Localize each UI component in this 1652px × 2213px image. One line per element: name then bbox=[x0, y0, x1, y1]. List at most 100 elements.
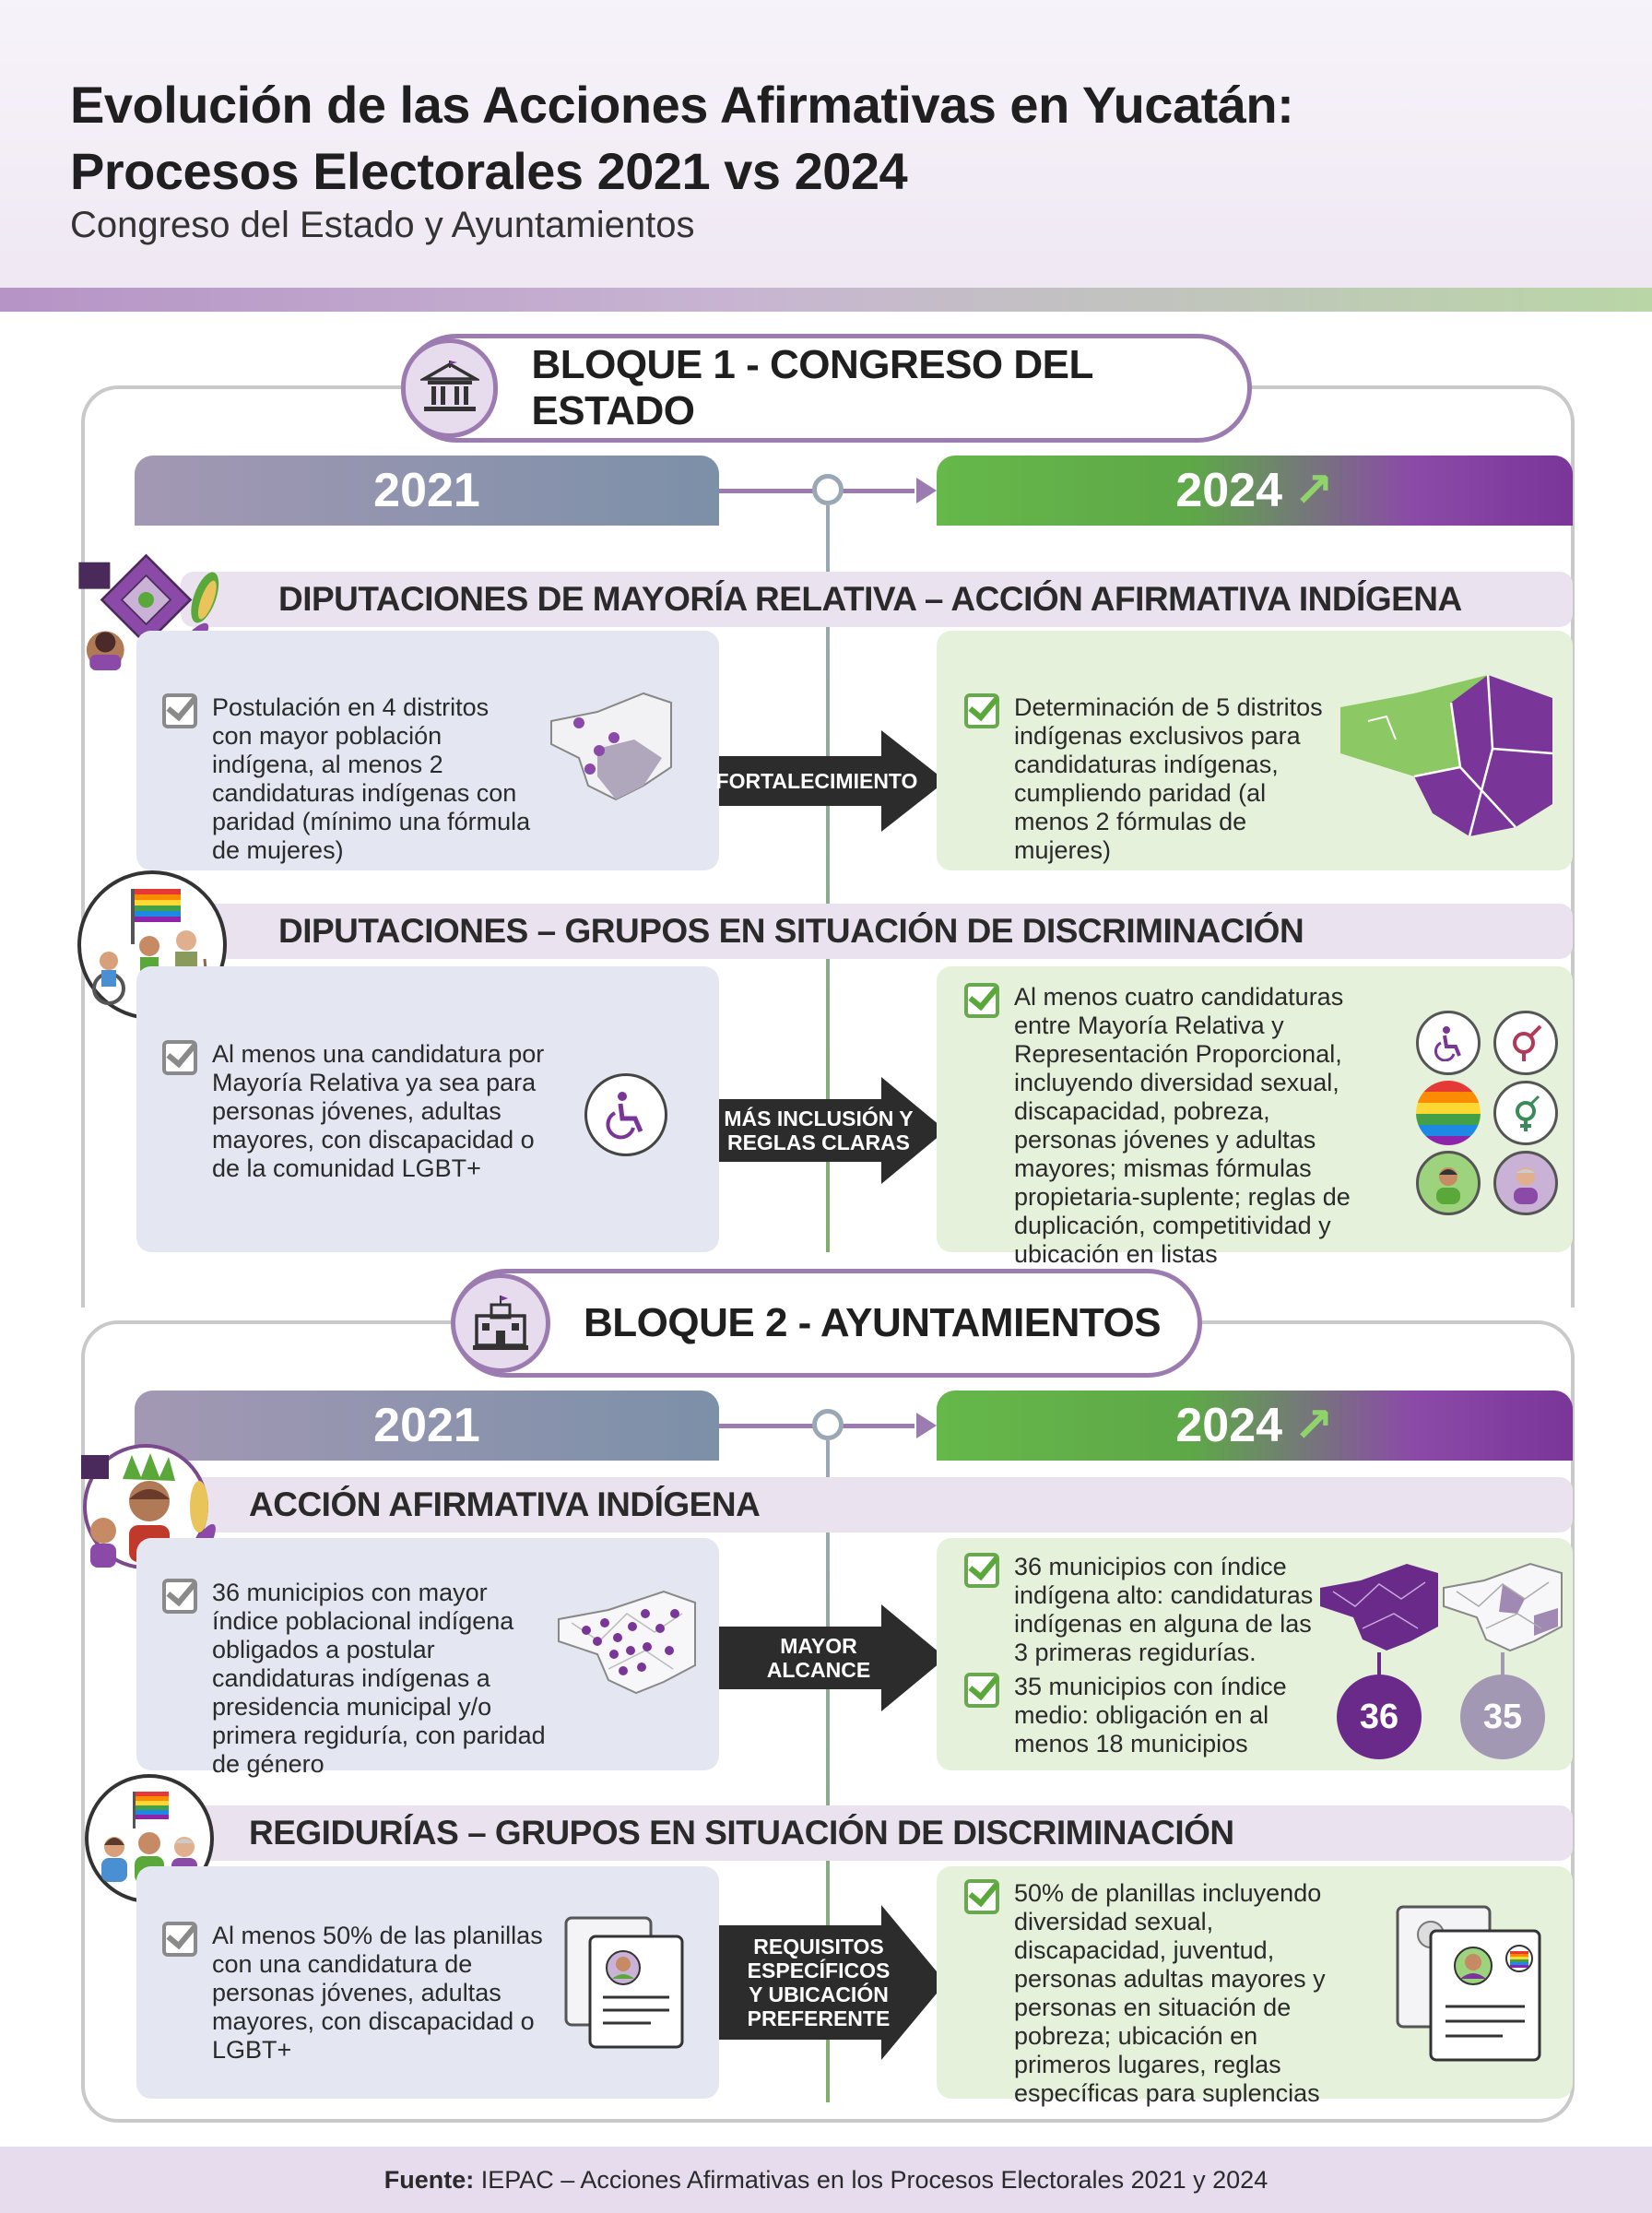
panel-2021: Postulación en 4 distritos con mayor pob… bbox=[136, 631, 719, 870]
section-title-bar: ACCIÓN AFIRMATIVA INDÍGENA bbox=[181, 1477, 1573, 1533]
block2-title-pill: BLOQUE 2 - AYUNTAMIENTOS bbox=[451, 1269, 1202, 1378]
section-title-bar: DIPUTACIONES DE MAYORÍA RELATIVA – ACCIÓ… bbox=[181, 572, 1573, 627]
arrow-label: MÁS INCLUSIÓN Y REGLAS CLARAS bbox=[724, 1106, 913, 1154]
rainbow-flag-icon bbox=[1416, 1081, 1481, 1145]
arrow-label-line: PREFERENTE bbox=[747, 2006, 891, 2030]
count-badge-high: 36 bbox=[1337, 1675, 1422, 1759]
wheelchair-icon bbox=[584, 1073, 667, 1156]
header: Evolución de las Acciones Afirmativas en… bbox=[0, 0, 1652, 288]
list-item: 36 municipios con mayor índice poblacion… bbox=[162, 1579, 549, 1779]
block1-title-pill: BLOQUE 1 - CONGRESO DEL ESTADO bbox=[401, 334, 1252, 443]
trend-up-icon: ↗ bbox=[1293, 464, 1334, 517]
checkbox-icon bbox=[964, 1879, 999, 1914]
trend-up-icon: ↗ bbox=[1293, 1399, 1334, 1452]
wheelchair-icon bbox=[1416, 1011, 1481, 1075]
arrow-label: REQUISITOS ESPECÍFICOS Y UBICACIÓN PREFE… bbox=[748, 1935, 891, 2030]
timeline-dot bbox=[812, 1409, 844, 1440]
list-item: 35 municipios con índice medio: obligaci… bbox=[964, 1673, 1315, 1758]
panel-2021: Al menos 50% de las planillas con una ca… bbox=[136, 1866, 719, 2099]
year-label: 2021 bbox=[373, 1399, 480, 1452]
badge-stem bbox=[1377, 1652, 1381, 1693]
arrow-label-line: ESPECÍFICOS bbox=[747, 1959, 891, 1982]
section-title: DIPUTACIONES – GRUPOS EN SITUACIÓN DE DI… bbox=[278, 912, 1304, 950]
year-label: 2024 bbox=[1175, 464, 1283, 517]
panel-2024: Al menos cuatro candidaturas entre Mayor… bbox=[937, 966, 1573, 1268]
section-title: ACCIÓN AFIRMATIVA INDÍGENA bbox=[249, 1485, 761, 1523]
elderly-person-icon bbox=[1493, 1151, 1558, 1215]
list-item: Al menos 50% de las planillas con una ca… bbox=[162, 1922, 559, 2065]
panel-2024: 50% de planillas incluyendo diversidad s… bbox=[937, 1866, 1573, 2107]
year-label: 2021 bbox=[373, 464, 480, 517]
badge-stem bbox=[1501, 1652, 1504, 1693]
checkbox-icon bbox=[162, 693, 197, 728]
checkbox-icon bbox=[964, 983, 999, 1018]
indigenous-community-icon bbox=[72, 1442, 219, 1573]
government-building-icon bbox=[401, 338, 499, 438]
checkbox-icon bbox=[162, 1579, 197, 1614]
arrow-label-line: REGLAS CLARAS bbox=[726, 1130, 911, 1154]
block2-year-2024: 2024↗ bbox=[937, 1391, 1573, 1461]
city-hall-icon bbox=[451, 1273, 550, 1373]
section-title-bar: DIPUTACIONES – GRUPOS EN SITUACIÓN DE DI… bbox=[181, 904, 1573, 959]
item-text: Al menos cuatro candidaturas entre Mayor… bbox=[1014, 983, 1351, 1268]
arrow-label: MAYOR ALCANCE bbox=[767, 1634, 870, 1682]
count-badge-medium: 35 bbox=[1460, 1675, 1545, 1759]
timeline-vertical-line bbox=[826, 1440, 830, 2102]
yucatan-map-icon bbox=[1331, 666, 1562, 846]
transition-arrow: MAYOR ALCANCE bbox=[719, 1604, 946, 1711]
item-text: Al menos 50% de las planillas con una ca… bbox=[212, 1922, 543, 2064]
block1-title: BLOQUE 1 - CONGRESO DEL ESTADO bbox=[531, 342, 1093, 433]
transgender-symbol-icon bbox=[1493, 1081, 1558, 1145]
panel-2021: 36 municipios con mayor índice poblacion… bbox=[136, 1538, 719, 1778]
item-text: 50% de planillas incluyendo diversidad s… bbox=[1014, 1879, 1326, 2107]
yucatan-map-high-icon bbox=[1315, 1560, 1444, 1657]
block1-year-2021: 2021 bbox=[135, 456, 719, 526]
timeline-arrow-icon bbox=[916, 478, 937, 503]
footer-label: Fuente: bbox=[384, 2165, 475, 2194]
block2-year-2021: 2021 bbox=[135, 1391, 719, 1461]
item-text: 36 municipios con índice indígena alto: … bbox=[1014, 1553, 1314, 1666]
checkbox-icon bbox=[964, 693, 999, 728]
year-label: 2024 bbox=[1175, 1399, 1283, 1452]
list-item: Postulación en 4 distritos con mayor pob… bbox=[162, 693, 531, 865]
item-text: Determinación de 5 distritos indígenas e… bbox=[1014, 693, 1323, 864]
arrow-label-line: MAYOR bbox=[780, 1634, 857, 1658]
list-item: 50% de planillas incluyendo diversidad s… bbox=[964, 1879, 1351, 2108]
checkbox-icon bbox=[964, 1553, 999, 1588]
section-title-bar: REGIDURÍAS – GRUPOS EN SITUACIÓN DE DISC… bbox=[181, 1805, 1573, 1861]
footer-text: IEPAC – Acciones Afirmativas en los Proc… bbox=[474, 2165, 1268, 2194]
arrow-label: FORTALECIMIENTO bbox=[715, 769, 918, 793]
title-line-1: Evolución de las Acciones Afirmativas en… bbox=[70, 76, 1294, 134]
transition-arrow: MÁS INCLUSIÓN Y REGLAS CLARAS bbox=[719, 1077, 946, 1184]
block2-title: BLOQUE 2 - AYUNTAMIENTOS bbox=[584, 1300, 1162, 1345]
page-title: Evolución de las Acciones Afirmativas en… bbox=[70, 72, 1545, 205]
transition-arrow: REQUISITOS ESPECÍFICOS Y UBICACIÓN PREFE… bbox=[719, 1905, 946, 2060]
footer-source: Fuente: IEPAC – Acciones Afirmativas en … bbox=[0, 2147, 1652, 2213]
candidate-document-icon bbox=[1394, 1903, 1551, 2074]
section-title: REGIDURÍAS – GRUPOS EN SITUACIÓN DE DISC… bbox=[249, 1814, 1234, 1852]
list-item: Al menos una candidatura por Mayoría Rel… bbox=[162, 1040, 549, 1183]
page-subtitle: Congreso del Estado y Ayuntamientos bbox=[70, 205, 695, 245]
panel-2024: 36 municipios con índice indígena alto: … bbox=[937, 1538, 1573, 1770]
block1-year-2024: 2024↗ bbox=[937, 456, 1573, 526]
list-item: 36 municipios con índice indígena alto: … bbox=[964, 1553, 1315, 1667]
young-person-icon bbox=[1416, 1151, 1481, 1215]
checkbox-icon bbox=[964, 1673, 999, 1708]
candidate-document-icon bbox=[562, 1914, 691, 2057]
gender-symbol-icon bbox=[1493, 1011, 1558, 1075]
item-text: 36 municipios con mayor índice poblacion… bbox=[212, 1579, 546, 1778]
header-divider bbox=[0, 288, 1652, 312]
list-item: Al menos cuatro candidaturas entre Mayor… bbox=[964, 983, 1351, 1269]
section-title: DIPUTACIONES DE MAYORÍA RELATIVA – ACCIÓ… bbox=[278, 580, 1462, 618]
yucatan-map-icon bbox=[542, 684, 680, 809]
arrow-label-line: ALCANCE bbox=[766, 1658, 871, 1682]
timeline-dot bbox=[812, 474, 844, 505]
panel-2021: Al menos una candidatura por Mayoría Rel… bbox=[136, 966, 719, 1252]
timeline-vertical-line bbox=[826, 505, 830, 1252]
item-text: Postulación en 4 distritos con mayor pob… bbox=[212, 693, 531, 864]
checkbox-icon bbox=[162, 1922, 197, 1957]
transition-arrow: FORTALECIMIENTO bbox=[715, 730, 946, 832]
timeline-arrow-icon bbox=[916, 1413, 937, 1438]
arrow-label-line: MÁS INCLUSIÓN Y bbox=[724, 1106, 914, 1130]
yucatan-map-medium-icon bbox=[1438, 1560, 1567, 1657]
